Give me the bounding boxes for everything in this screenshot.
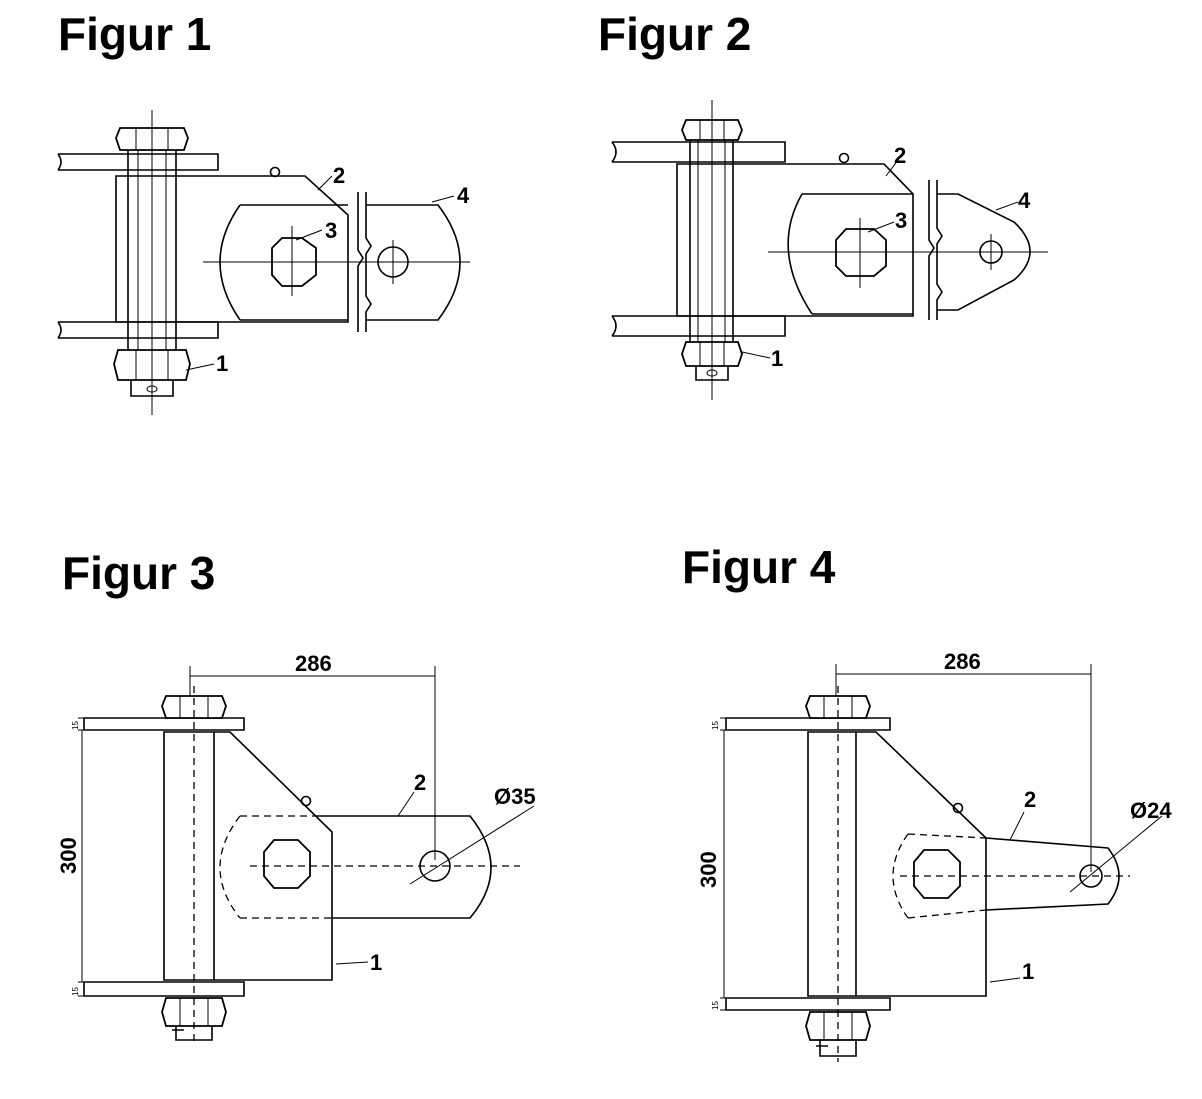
figure-2-label-2: 2	[894, 143, 906, 168]
figure-4-bolt-head	[805, 695, 871, 719]
figure-1-bolt-shaft	[127, 150, 177, 350]
figure-1-label-3: 3	[325, 218, 337, 243]
figure-4-dim-plate-bottom: 15	[711, 1001, 720, 1010]
figure-4-dim-height: 300	[696, 851, 721, 888]
figure-3-dim-height: 300	[56, 837, 81, 874]
figure-1-pin	[269, 166, 281, 178]
figure-4-bracket-body	[807, 731, 987, 997]
figure-4-hidden-arm	[892, 833, 987, 919]
figure-3-bolt-end	[172, 1026, 213, 1041]
figure-4-title: Figur 4	[682, 541, 836, 593]
figure-3-label-1: 1	[370, 950, 382, 975]
figure-3-hex-bolt	[263, 839, 311, 889]
figure-2-title: Figur 2	[598, 8, 751, 60]
figure-4-dim-plate-top: 15	[711, 721, 720, 730]
figure-1-label-4: 4	[457, 183, 470, 208]
figure-3-dim-plate-top: 15	[71, 721, 80, 730]
figure-1-label-1: 1	[216, 351, 228, 376]
figure-2: Figur 2 2 3 4 1	[598, 8, 1048, 400]
figure-1-label-2: 2	[333, 163, 345, 188]
figure-3-label-2: 2	[414, 770, 426, 795]
figure-1: Figur 1	[57, 8, 470, 415]
figure-4-pin	[952, 802, 964, 814]
figure-3-bolt-head	[161, 695, 227, 719]
figure-2-label-3: 3	[895, 208, 907, 233]
figure-4: Figur 4 286 300 15 15	[682, 541, 1172, 1062]
figure-3-bottom-plate	[83, 981, 245, 997]
figure-3: Figur 3 286 300 15 15	[56, 547, 536, 1046]
figure-3-hidden-arm	[219, 815, 332, 919]
figure-3-dim-width: 286	[295, 651, 332, 676]
figure-4-hex-bolt	[913, 849, 961, 899]
figure-3-dim-plate-bottom: 15	[71, 987, 80, 996]
figure-4-dim-width: 286	[944, 649, 981, 674]
figure-3-bracket-body	[163, 731, 333, 981]
figure-3-title: Figur 3	[62, 547, 215, 599]
figure-4-bolt-end	[816, 1040, 857, 1057]
figure-1-break-lines	[357, 192, 372, 332]
figure-3-hole-diameter: Ø35	[494, 784, 536, 809]
figure-2-label-4: 4	[1018, 188, 1031, 213]
figure-4-hole-diameter: Ø24	[1130, 798, 1172, 823]
figure-2-pin	[838, 152, 850, 164]
figure-3-top-plate	[83, 717, 245, 731]
figure-4-arm	[985, 837, 1120, 911]
figure-2-bracket-body	[676, 163, 914, 317]
figure-4-bottom-plate	[725, 997, 891, 1011]
figure-4-label-1: 1	[1022, 959, 1034, 984]
figure-4-top-plate	[725, 717, 891, 731]
figure-1-title: Figur 1	[58, 8, 211, 60]
figure-2-bolt-shaft	[689, 140, 734, 342]
figure-2-break-lines	[928, 180, 943, 320]
figure-2-label-1: 1	[771, 346, 783, 371]
figure-4-label-2: 2	[1024, 787, 1036, 812]
figure-3-arm	[316, 815, 492, 919]
figure-2-arm-extension	[937, 193, 1031, 311]
figure-3-pin	[300, 795, 312, 807]
